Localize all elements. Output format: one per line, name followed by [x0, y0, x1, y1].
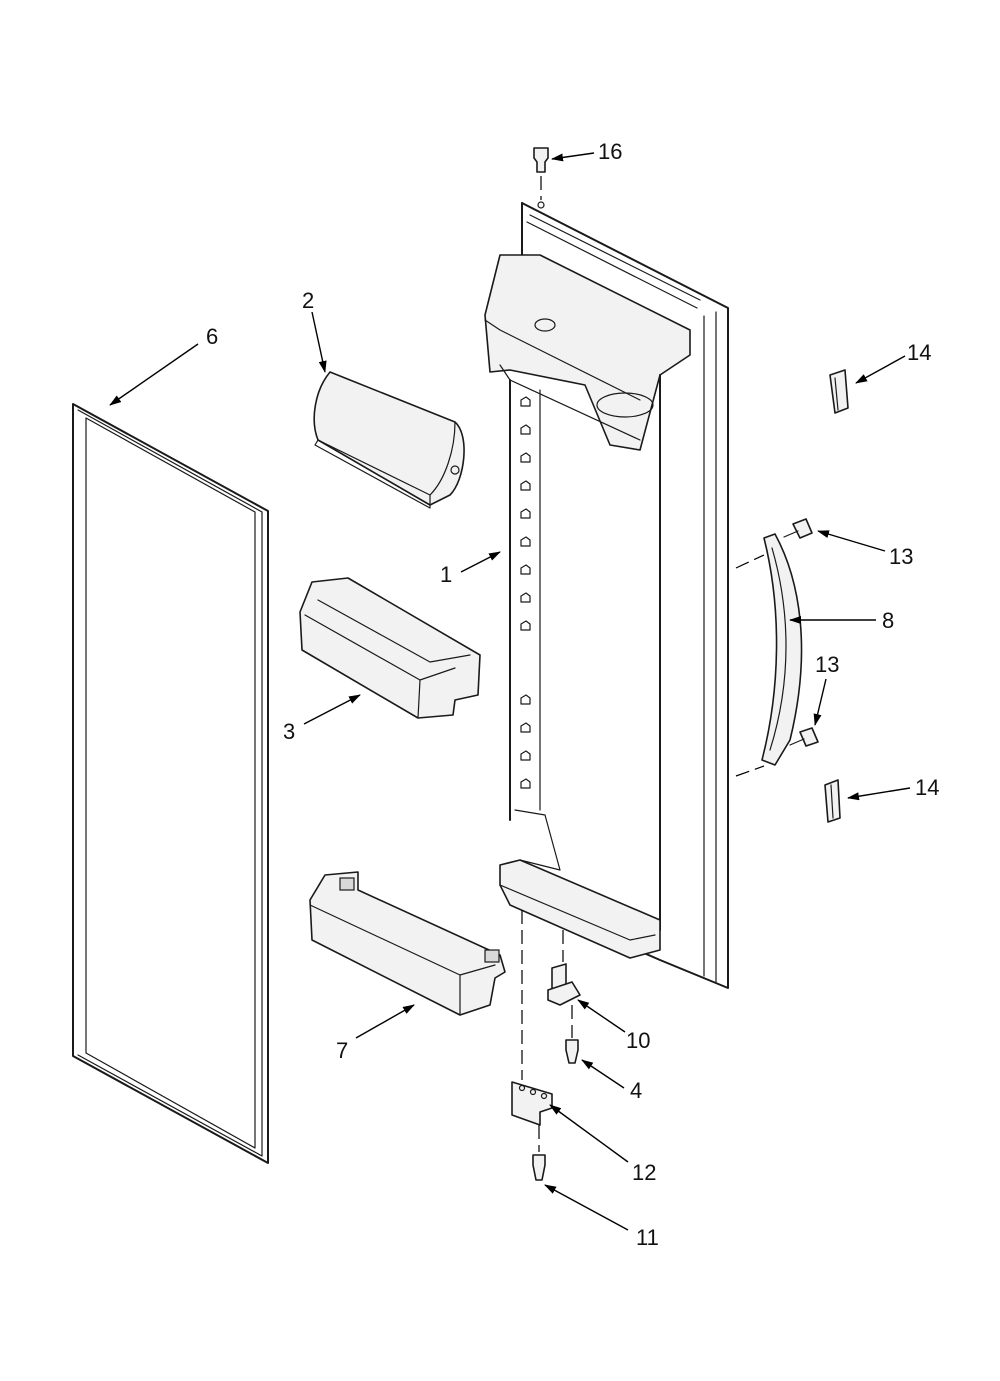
- callout-16: 16: [598, 139, 622, 164]
- leader-13-bottom: [813, 678, 827, 726]
- rail-tab: [520, 564, 531, 575]
- rail-tab: [520, 508, 531, 519]
- rail-tab: [520, 620, 531, 631]
- bottom-hinge: [511, 1081, 553, 1126]
- rail-tab: [520, 536, 531, 547]
- leader-11: [544, 1184, 629, 1231]
- leader-14-top: [855, 355, 906, 384]
- rail-tab: [520, 694, 531, 705]
- callout-labels: 16 2 6 14 13 1 8 13 3 14 10 7 4 12 11: [206, 139, 939, 1250]
- rail-tab: [520, 396, 531, 407]
- callout-14-bottom: 14: [915, 775, 939, 800]
- rail-tab: [520, 592, 531, 603]
- hinge-pin: [547, 963, 581, 1006]
- callout-12: 12: [632, 1160, 656, 1185]
- leader-12: [549, 1104, 629, 1163]
- door-gasket: [72, 403, 269, 1164]
- leader-14-bottom: [847, 787, 911, 801]
- rail-tab: [520, 452, 531, 463]
- leader-7: [355, 1004, 415, 1039]
- handle-end-cap-top: [829, 369, 849, 414]
- leader-6: [109, 343, 199, 406]
- callout-8: 8: [882, 608, 894, 633]
- dairy-door: [313, 371, 465, 509]
- handle-screw-bottom: [789, 727, 819, 747]
- leader-4: [581, 1059, 625, 1089]
- callout-3: 3: [283, 719, 295, 744]
- callout-2: 2: [302, 288, 314, 313]
- door-bin: [299, 577, 481, 719]
- rail-tab: [520, 424, 531, 435]
- rail-tab: [520, 778, 531, 789]
- leader-16: [551, 152, 595, 162]
- callout-13-bottom: 13: [815, 652, 839, 677]
- handle-end-cap-bottom: [824, 779, 841, 823]
- callout-7: 7: [336, 1038, 348, 1063]
- door-shelf: [309, 871, 506, 1016]
- leader-1: [460, 551, 501, 573]
- callout-11: 11: [636, 1225, 659, 1250]
- handle-screw-top: [783, 518, 813, 539]
- rail-tab: [520, 722, 531, 733]
- callout-6: 6: [206, 324, 218, 349]
- hinge-bolt: [532, 1154, 546, 1181]
- door-stop-plug: [533, 147, 549, 209]
- callout-1: 1: [440, 562, 452, 587]
- callout-14-top: 14: [907, 340, 931, 365]
- rail-tab: [520, 750, 531, 761]
- leader-2: [311, 311, 327, 373]
- hinge-screw: [565, 1039, 579, 1064]
- callout-4: 4: [630, 1078, 642, 1103]
- door-handle: [761, 533, 803, 766]
- callout-10: 10: [626, 1028, 650, 1053]
- leader-3: [303, 694, 361, 725]
- leader-13-top: [817, 530, 886, 552]
- door-liner-assembly: [484, 202, 729, 989]
- rail-tab: [520, 480, 531, 491]
- leader-lines: [109, 152, 911, 1231]
- leader-10: [577, 999, 626, 1033]
- callout-13-top: 13: [889, 544, 913, 569]
